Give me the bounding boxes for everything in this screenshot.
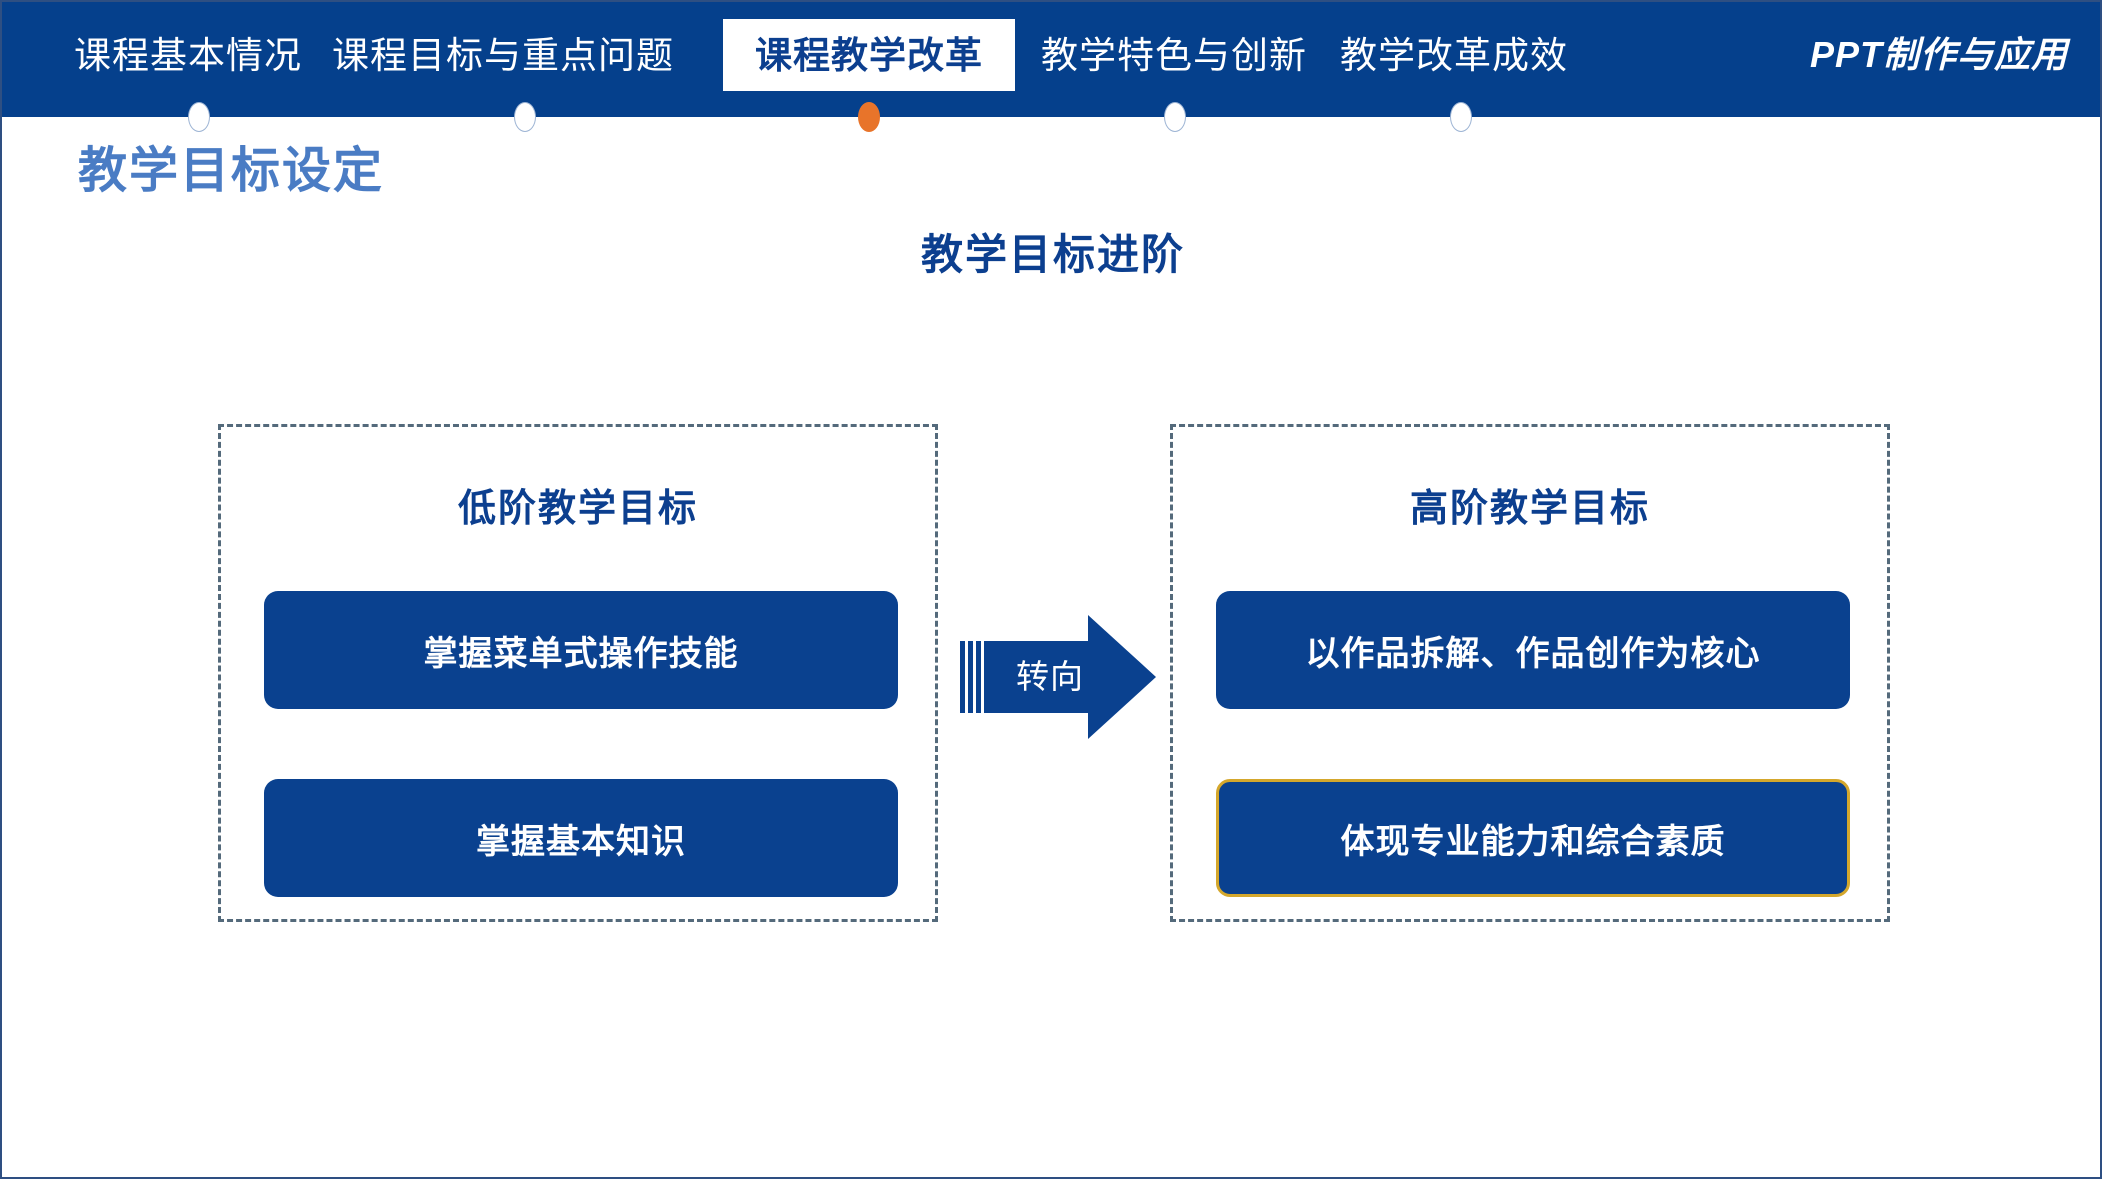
- top-navigation-bar: 课程基本情况 课程目标与重点问题 课程教学改革 教学特色与创新 教学改革成效 P…: [2, 2, 2100, 132]
- goal-box-high-1-label: 以作品拆解、作品创作为核心: [1305, 634, 1761, 673]
- page-title: 教学目标设定: [78, 144, 385, 198]
- diagram-title: 教学目标进阶: [920, 231, 1185, 278]
- nav-dot-3-active[interactable]: [858, 102, 880, 132]
- nav-tab-5[interactable]: 教学改革成效: [1334, 20, 1574, 90]
- goal-box-low-1[interactable]: 掌握菜单式操作技能: [264, 591, 898, 709]
- nav-tab-1[interactable]: 课程基本情况: [68, 20, 308, 90]
- nav-tab-4[interactable]: 教学特色与创新: [1034, 20, 1314, 90]
- nav-dot-4[interactable]: [1164, 102, 1186, 132]
- panel-high-level-heading: 高阶教学目标: [1409, 488, 1650, 530]
- goal-box-high-1[interactable]: 以作品拆解、作品创作为核心: [1216, 591, 1850, 709]
- nav-dot-5[interactable]: [1450, 102, 1472, 132]
- nav-tab-3-label: 课程教学改革: [755, 34, 983, 76]
- panel-low-level-goals: 低阶教学目标 掌握菜单式操作技能 掌握基本知识: [218, 424, 938, 922]
- nav-tab-5-label: 教学改革成效: [1340, 34, 1568, 76]
- arrow-label: 转向: [1016, 658, 1084, 695]
- nav-tab-2[interactable]: 课程目标与重点问题: [328, 20, 678, 90]
- goal-box-low-2[interactable]: 掌握基本知识: [264, 779, 898, 897]
- nav-tab-3[interactable]: 课程教学改革: [724, 20, 1014, 90]
- nav-dot-2[interactable]: [514, 102, 536, 132]
- nav-tab-list: 课程基本情况 课程目标与重点问题 课程教学改革 教学特色与创新 教学改革成效: [2, 2, 1702, 132]
- goal-box-high-2-label: 体现专业能力和综合素质: [1340, 822, 1726, 861]
- panel-high-level-goals: 高阶教学目标 以作品拆解、作品创作为核心 体现专业能力和综合素质: [1170, 424, 1890, 922]
- brand-title: PPT制作与应用: [1809, 34, 2068, 75]
- arrow-right-icon: [960, 615, 1156, 739]
- goal-box-low-2-label: 掌握基本知识: [476, 822, 686, 861]
- nav-dot-1[interactable]: [188, 102, 210, 132]
- nav-tab-2-label: 课程目标与重点问题: [332, 34, 674, 76]
- nav-tab-4-label: 教学特色与创新: [1041, 34, 1307, 76]
- nav-tab-1-label: 课程基本情况: [74, 34, 302, 76]
- panel-low-level-heading: 低阶教学目标: [457, 488, 698, 530]
- goal-box-low-1-label: 掌握菜单式操作技能: [423, 634, 739, 673]
- goal-box-high-2-highlighted[interactable]: 体现专业能力和综合素质: [1216, 779, 1850, 897]
- transition-arrow: 转向: [960, 615, 1156, 739]
